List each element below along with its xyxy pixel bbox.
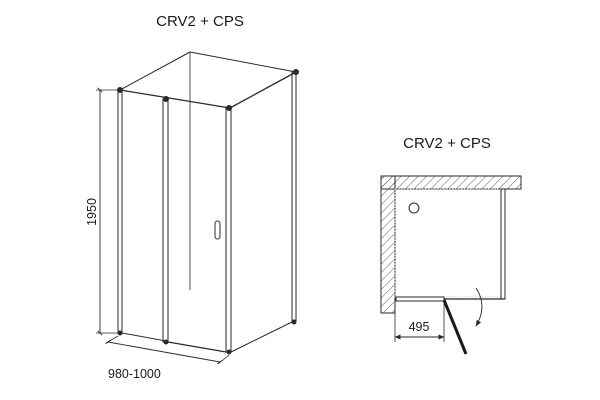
drain-icon <box>408 202 420 214</box>
walls <box>380 175 522 314</box>
width-dimension-label: 980-1000 <box>108 367 161 381</box>
fixed-panel <box>117 89 167 342</box>
side-glass <box>500 188 506 300</box>
door-dimension: 495 <box>394 302 445 342</box>
height-dimension-label: 1950 <box>85 198 99 226</box>
fixed-glass <box>395 296 445 302</box>
door-open <box>442 299 468 355</box>
plan-title: CRV2 + CPS <box>403 135 491 152</box>
door-handle <box>214 220 221 240</box>
side-panel <box>230 71 297 353</box>
corner-nodes <box>117 69 299 355</box>
plan-view: CRV2 + CPS 495 <box>380 135 522 355</box>
door-panel <box>162 98 232 353</box>
width-dimension: 980-1000 <box>105 335 230 381</box>
height-dimension: 1950 <box>85 87 118 336</box>
perspective-view: CRV2 + CPS <box>85 13 299 381</box>
shower-tray <box>394 188 506 298</box>
opening-arrow <box>475 287 483 327</box>
top-frame <box>119 51 297 109</box>
door-dimension-label: 495 <box>409 320 430 334</box>
perspective-title: CRV2 + CPS <box>156 13 244 30</box>
glass-panels <box>395 188 506 355</box>
